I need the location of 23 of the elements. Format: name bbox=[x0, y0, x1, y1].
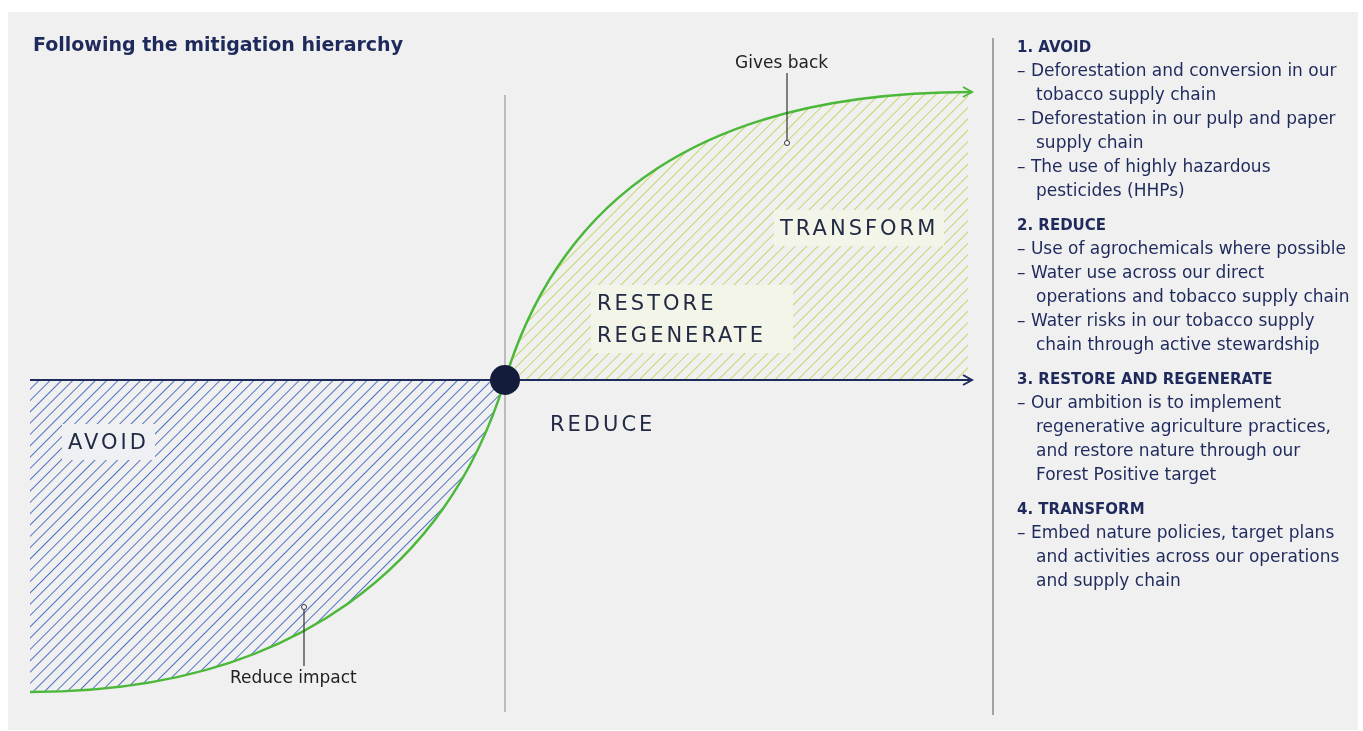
list-item: – Deforestation and conversion in our tobacco supply chain bbox=[1017, 59, 1338, 106]
list-heading: 4. TRANSFORM bbox=[1017, 500, 1146, 518]
curve-point-marker bbox=[301, 604, 307, 610]
region-label: AVOID bbox=[62, 424, 155, 460]
list-heading: 2. REDUCE bbox=[1017, 216, 1108, 234]
leader-line bbox=[786, 72, 788, 141]
list-item: – Water use across our direct operations and tobacco supply chain bbox=[1017, 261, 1351, 308]
callout-text: Gives back bbox=[735, 52, 829, 72]
leader-line bbox=[303, 609, 305, 667]
list-item: – Water risks in our tobacco supply chain through active stewardship bbox=[1017, 309, 1321, 356]
curve-point-marker bbox=[784, 140, 790, 146]
list-item: – The use of highly hazardous pesticides (HHPs) bbox=[1017, 155, 1272, 202]
callout-text: Reduce impact bbox=[230, 667, 357, 687]
list-item: – Use of agrochemicals where possible bbox=[1017, 237, 1347, 260]
list-heading: 3. RESTORE AND REGENERATE bbox=[1017, 370, 1274, 388]
list-item: – Deforestation in our pulp and paper supply chain bbox=[1017, 107, 1337, 154]
list-item: – Embed nature policies, target plans and activities across our operations and supply chain bbox=[1017, 521, 1341, 592]
region-label: TRANSFORM bbox=[774, 210, 945, 246]
list-heading: 1. AVOID bbox=[1017, 38, 1093, 56]
chart-title: Following the mitigation hierarchy bbox=[33, 33, 404, 55]
region-label: REDUCE bbox=[550, 411, 656, 438]
region-label: RESTORE REGENERATE bbox=[591, 285, 793, 353]
list-item: – Our ambition is to implement regenerative agriculture practices, and restore nature through our Forest Positive target bbox=[1017, 391, 1332, 486]
